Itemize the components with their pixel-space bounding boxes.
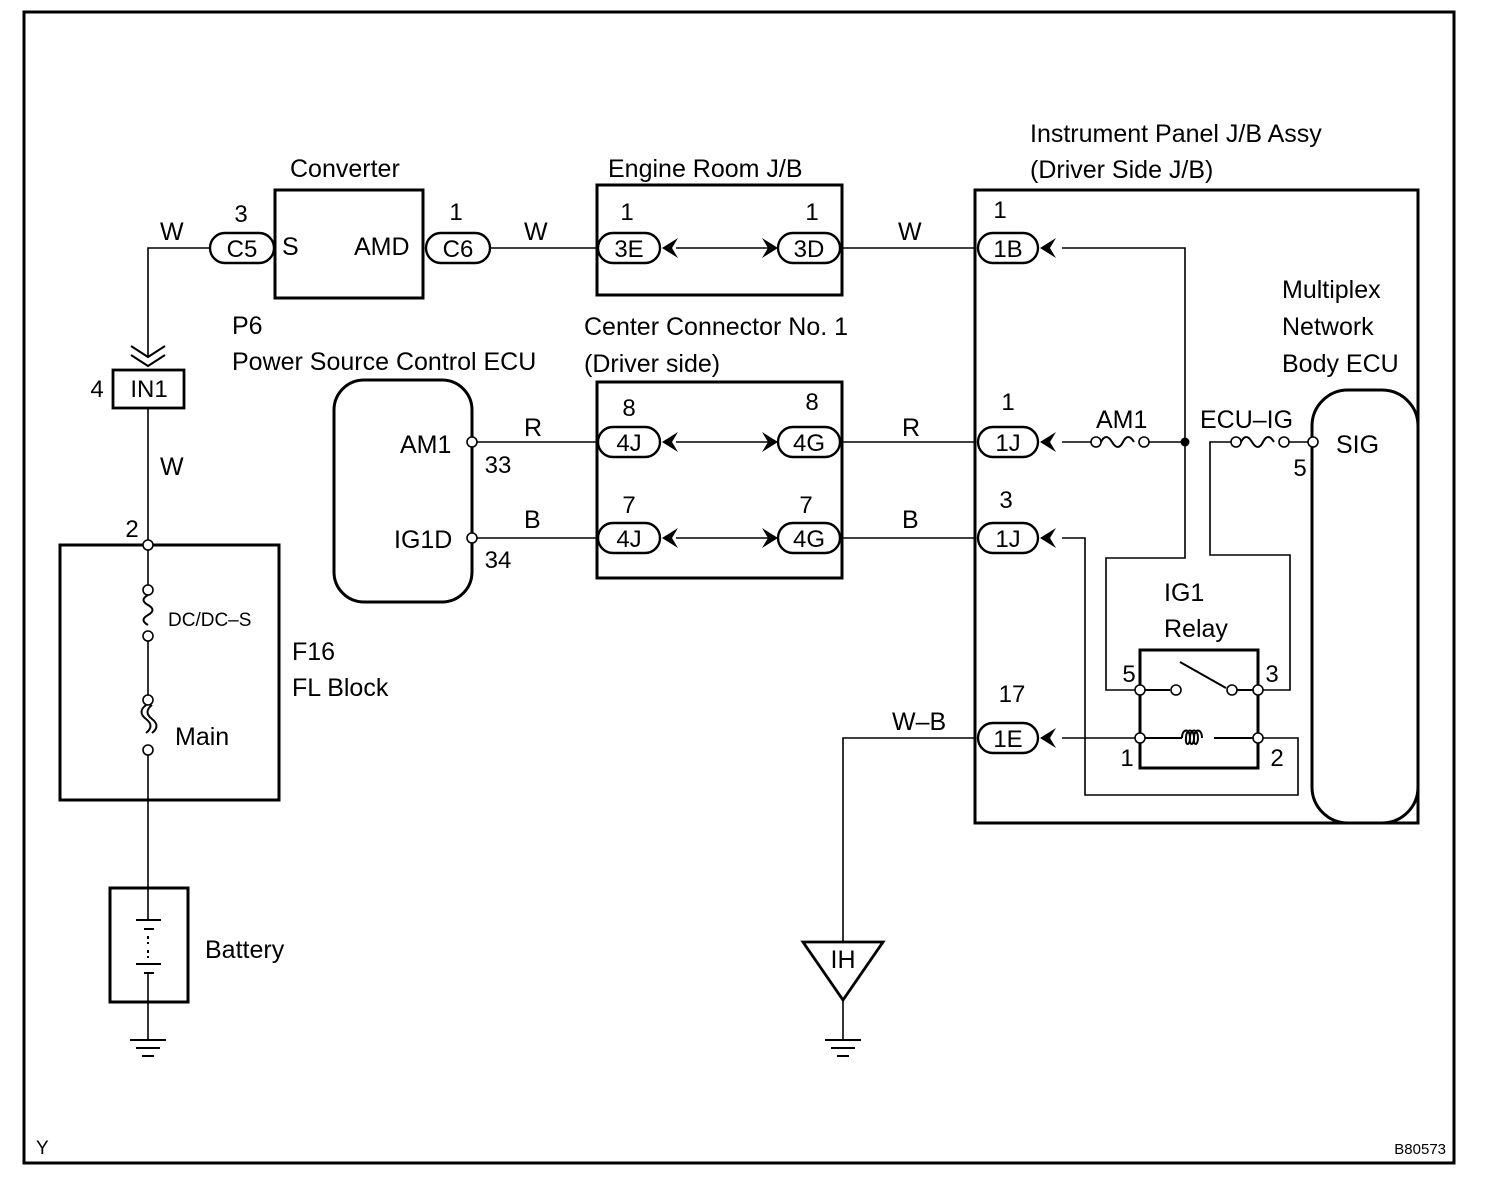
pin-1j-top: 1 [1001, 389, 1014, 416]
connector-4g-top-label: 4G [793, 430, 825, 457]
connector-1b-label: 1B [993, 236, 1022, 263]
pin-4g-top: 8 [805, 389, 818, 416]
instrument-panel-jb-title-2: (Driver Side J/B) [1030, 156, 1213, 184]
pin-3e: 1 [620, 199, 633, 226]
ig1-relay-label-1: IG1 [1164, 579, 1204, 607]
converter-title: Converter [290, 155, 400, 183]
connector-c6: C6 1 W [424, 199, 548, 265]
center-connector-no-1: Center Connector No. 1 (Driver side) 4J … [584, 313, 848, 580]
ground-ih: IH [800, 940, 886, 1057]
connector-in1-label: IN1 [130, 376, 167, 403]
fl-block: 2 F16 FL Block DC/DC–S Main [58, 516, 389, 802]
multiplex-ecu-line-1: Multiplex [1282, 276, 1381, 304]
wire-label-r-jb: R [902, 414, 920, 442]
multiplex-ecu-line-2: Network [1282, 313, 1374, 341]
connector-1e-label: 1E [993, 726, 1022, 753]
connector-c5-label: C5 [227, 236, 258, 263]
relay-pin-2: 2 [1270, 745, 1283, 772]
ig1-relay-label-2: Relay [1164, 615, 1228, 643]
pin-4j-top: 8 [622, 395, 635, 422]
page-mark-right: B80573 [1394, 1141, 1446, 1158]
fuse-main-label: Main [175, 723, 229, 751]
wire-label-b-jb: B [902, 506, 919, 534]
wire-label-wb: W–B [892, 708, 946, 736]
connector-1j-bottom-label: 1J [995, 526, 1020, 553]
power-source-ecu-title: Power Source Control ECU [232, 348, 536, 376]
pin-sig: 5 [1293, 455, 1306, 482]
ig1-relay: IG1 Relay 5 3 1 2 [1120, 579, 1283, 772]
engine-room-jb: Engine Room J/B 3E 1 3D 1 [595, 155, 844, 297]
wire-label-b-ecu: B [524, 506, 541, 534]
relay-pin-1: 1 [1120, 745, 1133, 772]
wires [147, 247, 1312, 1040]
pin-3d: 1 [805, 199, 818, 226]
wire-label-w-c6: W [524, 218, 548, 246]
relay-pin-5: 5 [1122, 661, 1135, 688]
relay-pin-3: 3 [1265, 661, 1278, 688]
junction-dot [1180, 437, 1190, 447]
pin-c6: 1 [449, 199, 462, 226]
pin-33: 33 [485, 452, 512, 479]
ground-battery [130, 1039, 166, 1057]
fuse-dcdc-s-label: DC/DC–S [168, 610, 251, 631]
engine-room-jb-title: Engine Room J/B [608, 155, 803, 183]
connector-c5: C5 3 W [160, 201, 276, 265]
power-source-control-ecu: P6 Power Source Control ECU AM1 IG1D 33 … [232, 312, 536, 604]
pin-fl-block: 2 [125, 516, 138, 543]
converter-pin-s: S [282, 233, 299, 261]
power-source-ecu-code: P6 [232, 312, 263, 340]
wire-label-w-in1: W [160, 453, 184, 481]
pin-1j-bottom: 3 [999, 487, 1012, 514]
pin-1b: 1 [993, 197, 1006, 224]
connector-4g-bottom-label: 4G [793, 526, 825, 553]
connector-3d-label: 3D [794, 236, 825, 263]
center-connector-title-2: (Driver side) [584, 350, 720, 378]
power-source-ecu-pin-ig1d: IG1D [394, 526, 452, 554]
converter: Converter S AMD [273, 155, 425, 300]
fuse-ecu-ig-label: ECU–IG [1200, 406, 1293, 434]
battery-label: Battery [205, 936, 285, 964]
connector-4j-top-label: 4J [616, 430, 641, 457]
wire-label-w-c5: W [160, 218, 184, 246]
center-connector-title-1: Center Connector No. 1 [584, 313, 848, 341]
pin-34: 34 [485, 547, 512, 574]
ground-ih-label: IH [831, 946, 856, 974]
pin-in1: 4 [90, 376, 103, 403]
fl-block-title: FL Block [292, 674, 389, 702]
connector-1j-top-label: 1J [995, 430, 1020, 457]
connector-3e-label: 3E [614, 236, 643, 263]
multiplex-network-body-ecu: Multiplex Network Body ECU SIG 5 [1282, 276, 1420, 825]
page-mark-left: Y [36, 1138, 49, 1159]
battery: Battery [108, 886, 285, 1004]
instrument-panel-jb-title-1: Instrument Panel J/B Assy [1030, 120, 1322, 148]
fl-block-code: F16 [292, 638, 335, 666]
converter-pin-amd: AMD [354, 233, 410, 261]
connector-c6-label: C6 [443, 236, 474, 263]
page-frame [22, 10, 1456, 1165]
multiplex-ecu-pin-sig: SIG [1336, 431, 1379, 459]
wire-label-r-ecu: R [524, 414, 542, 442]
pin-c5: 3 [234, 201, 247, 228]
wire-label-w-3d: W [898, 218, 922, 246]
pin-4g-bottom: 7 [799, 492, 812, 519]
connector-4j-bottom-label: 4J [616, 526, 641, 553]
pin-1e: 17 [999, 681, 1026, 708]
instrument-panel-jb: Instrument Panel J/B Assy (Driver Side J… [973, 120, 1420, 825]
connector-in1: IN1 4 [90, 345, 186, 410]
pin-4j-bottom: 7 [622, 492, 635, 519]
fuse-am1-label: AM1 [1096, 406, 1147, 434]
multiplex-ecu-line-3: Body ECU [1282, 350, 1399, 378]
power-source-ecu-pin-am1: AM1 [400, 431, 451, 459]
